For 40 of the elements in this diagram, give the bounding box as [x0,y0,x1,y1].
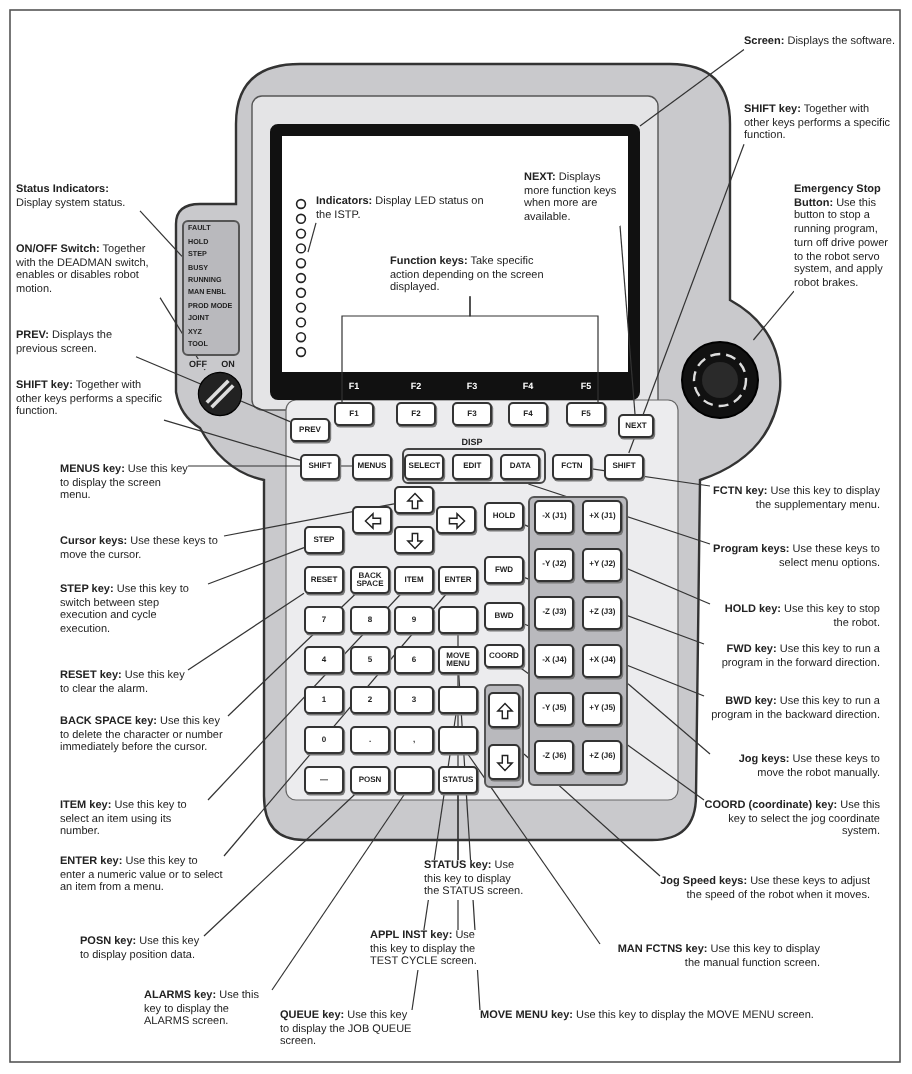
pendant-key [438,606,478,634]
pendant-key [438,686,478,714]
emergency-stop-button [680,340,760,420]
cursor-key [352,506,392,534]
program-key-group [402,448,546,484]
leader-line [207,547,305,585]
leader-line [523,753,661,877]
leader-line [619,225,636,415]
pendant-key [394,766,434,794]
leader-line [752,290,795,341]
leader-line [227,593,356,717]
display-screen [270,124,640,400]
leader-line [135,356,291,423]
leader-line [163,419,301,461]
cursor-key [436,506,476,534]
leader-line [187,592,305,671]
pendant-key [438,726,478,754]
cursor-key [394,486,434,514]
leader-line [223,593,447,857]
cursor-key [394,526,434,554]
led-indicator-column [294,196,308,360]
leader-line [627,683,711,755]
leader-line [469,295,599,403]
jog-speed-key [488,744,521,781]
leader-line [139,210,183,257]
status-indicator-panel [182,220,240,356]
leader-line [223,503,395,537]
leader-line [591,468,711,487]
leader-line [203,793,356,937]
leader-line [639,48,745,127]
leader-line [271,793,406,991]
leader-line [467,753,601,945]
leader-line [207,593,402,801]
key-switch [196,370,244,418]
leader-line [628,143,745,454]
leader-line [159,297,206,371]
leader-line [307,222,317,253]
jog-speed-key-group [484,684,524,788]
jog-key-panel [528,496,628,786]
jog-speed-key [488,692,521,729]
